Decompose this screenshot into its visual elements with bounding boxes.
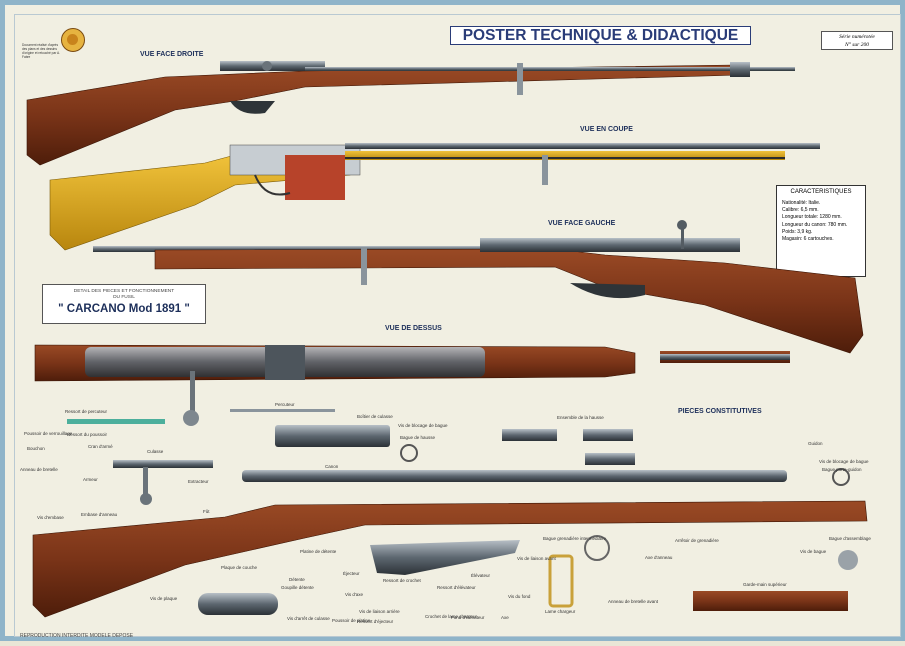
part-label: Fût — [203, 509, 210, 514]
part-label: Bague porte-guidon — [822, 467, 862, 472]
characteristics-heading: CARACTERISTIQUES — [790, 189, 852, 195]
rifle-name: " CARCANO Mod 1891 " — [58, 303, 190, 315]
part-label: Poussoir de platine — [332, 618, 371, 623]
char-line: Calibre: 6,5 mm. — [782, 207, 819, 214]
part-label: Vis de liaison arrière — [359, 609, 400, 614]
part-label: Éjecteur — [343, 571, 360, 576]
part-label: Détente — [289, 577, 305, 582]
part-label: Arrêtoir de grenadière — [675, 538, 719, 543]
part-label: Vis d'arrêt de culasse — [287, 616, 330, 621]
part-label: Ressort de crochet — [383, 578, 421, 583]
part-label: Vis de plaque — [150, 596, 178, 601]
part-label: Vis d'axe — [345, 592, 364, 597]
part-label: Culasse — [147, 449, 164, 454]
rifle-right-side-view — [26, 61, 795, 166]
part-label: Lame chargeur — [545, 609, 576, 614]
part-label: Extracteur — [188, 479, 209, 484]
part-label: Axe d'anneau — [645, 555, 673, 560]
char-line: Poids: 3,9 kg. — [782, 228, 813, 235]
part-label: Ressort d'élévateur — [437, 585, 476, 590]
label-pieces-constitutives: PIECES CONSTITUTIVES — [678, 408, 762, 415]
serie-box: Série numérotée N° sur 200 — [821, 31, 893, 50]
part-label: Bague de hausse — [400, 435, 436, 440]
part-label: Canon — [325, 464, 339, 469]
part-label: Vis de blocage de bague — [398, 423, 448, 428]
rifle-left-side-view — [93, 220, 864, 354]
part-label: Vis du fond — [508, 594, 531, 599]
part-label: Élévateur — [471, 573, 491, 578]
serie-line-1: Série numérotée — [839, 34, 875, 40]
part-label: Ressort d'éjecteur — [357, 619, 394, 624]
rifle-top-view — [34, 344, 790, 426]
serie-line-2: N° sur 200 — [845, 42, 869, 48]
ident-subtitle-2: DU FUSIL — [113, 295, 135, 300]
part-label: Goupille détente — [281, 585, 314, 590]
part-label: Anneau de bretelle avant — [608, 599, 659, 604]
label-vue-de-dessus: VUE DE DESSUS — [385, 325, 442, 332]
part-label: Vis de blocage de bague — [819, 459, 869, 464]
part-label: Bague d'assemblage — [829, 536, 871, 541]
part-label: Anneau de bretelle — [20, 467, 58, 472]
rifle-cutaway-view — [49, 143, 820, 251]
ident-subtitle-1: DETAIL DES PIECES ET FONCTIONNEMENT — [73, 289, 175, 294]
part-label: Plaque de couche — [221, 565, 258, 570]
poster-inner-border — [14, 14, 901, 637]
part-label: Boîtier de culasse — [357, 414, 393, 419]
label-vue-face-droite: VUE FACE DROITE — [140, 51, 204, 58]
part-label: Vis de bague — [800, 549, 827, 554]
part-label: Ressort de percuteur — [65, 409, 108, 414]
part-label: Vis de liaison avant — [517, 556, 556, 561]
part-label: Bague grenadière intermédiaire — [543, 536, 607, 541]
part-label: Guidon — [808, 441, 823, 446]
part-label: Armeur — [83, 477, 98, 482]
part-label: Ensemble de la hausse — [557, 415, 604, 420]
part-label: Cran d'armé — [88, 444, 113, 449]
part-label: Embase d'anneau — [81, 512, 118, 517]
label-vue-face-gauche: VUE FACE GAUCHE — [548, 220, 616, 227]
char-line: Magasin: 6 cartouches. — [782, 236, 834, 243]
characteristics-box: CARACTERISTIQUES Nationalité: Italie. Ca… — [776, 185, 866, 277]
part-label: Fond d'élévateur — [451, 615, 485, 620]
part-label: Garde-main supérieur — [743, 582, 787, 587]
publisher-logo — [61, 28, 85, 52]
part-label: Poussoir de verrouillage — [24, 431, 73, 436]
part-label: Crochet de lame chargeur — [425, 614, 478, 619]
rifle-illustration — [26, 61, 868, 618]
label-vue-en-coupe: VUE EN COUPE — [580, 126, 633, 133]
char-line: Longueur du canon: 780 mm. — [782, 221, 848, 228]
char-line: Longueur totale: 1280 mm. — [782, 214, 842, 221]
part-label: Ressort du poussoir — [67, 432, 108, 437]
part-label: Platine de détente — [300, 549, 337, 554]
rifle-identification-box: DETAIL DES PIECES ET FONCTIONNEMENT DU F… — [42, 284, 206, 324]
part-label: Bouchon — [27, 446, 45, 451]
poster-title: POSTER TECHNIQUE & DIDACTIQUE — [450, 26, 751, 45]
poster-blurb: Document réalisé d'après des plans et de… — [22, 43, 60, 59]
exploded-parts — [32, 409, 868, 618]
part-label: Percuteur — [275, 402, 295, 407]
part-label: Vis d'embase — [37, 515, 64, 520]
part-label: Axe — [501, 615, 509, 620]
footer-text: REPRODUCTION INTERDITE MODELE DEPOSE — [20, 633, 134, 639]
char-line: Nationalité: Italie. — [782, 200, 821, 206]
